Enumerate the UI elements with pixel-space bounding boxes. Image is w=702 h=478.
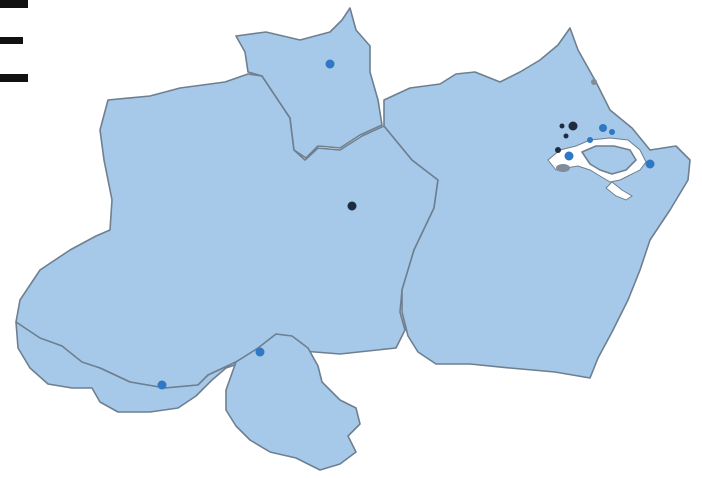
marker-delta-city-5[interactable] bbox=[556, 164, 570, 172]
compass-letter-icon bbox=[0, 0, 28, 82]
marker-east-coast-city[interactable] bbox=[645, 159, 655, 169]
delta-island bbox=[581, 145, 637, 175]
marker-delta-city-4[interactable] bbox=[599, 124, 607, 132]
marker-delta-dot bbox=[591, 79, 597, 85]
region-south-state[interactable] bbox=[225, 333, 361, 471]
marker-delta-city-3[interactable] bbox=[564, 151, 574, 161]
marker-central-city[interactable] bbox=[347, 201, 357, 211]
marker-north-city[interactable] bbox=[325, 59, 335, 69]
marker-delta-dot bbox=[559, 123, 565, 129]
region-north-state[interactable] bbox=[235, 7, 383, 159]
marker-delta-city-2[interactable] bbox=[555, 147, 561, 153]
marker-delta-dot bbox=[609, 129, 615, 135]
marker-delta-dot bbox=[563, 133, 569, 139]
region-southwest-state[interactable] bbox=[15, 321, 261, 413]
marker-south-city[interactable] bbox=[255, 347, 265, 357]
marker-delta-city-1[interactable] bbox=[568, 121, 578, 131]
marker-southwest-city[interactable] bbox=[157, 380, 167, 390]
river-branch bbox=[605, 181, 633, 201]
region-east-state[interactable] bbox=[383, 27, 691, 379]
marker-delta-dot bbox=[587, 137, 593, 143]
